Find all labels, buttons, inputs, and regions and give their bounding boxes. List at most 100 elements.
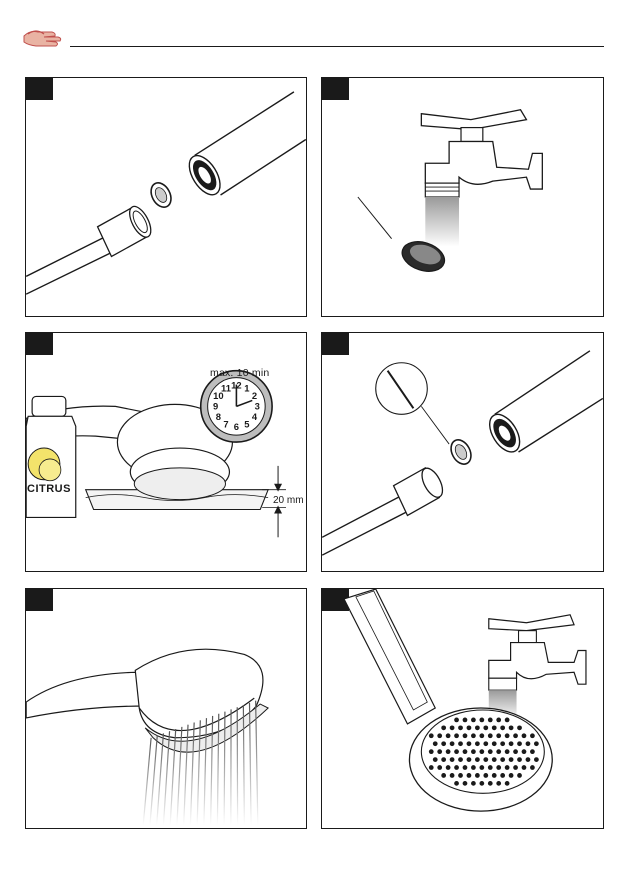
nozzle-hole	[530, 733, 535, 738]
nozzle-hole	[496, 733, 501, 738]
header-rule	[70, 46, 604, 47]
clock-numeral: 8	[216, 411, 221, 422]
nozzle-hole	[441, 757, 446, 762]
nozzle-hole	[433, 757, 438, 762]
nozzle-hole	[526, 757, 531, 762]
clock-numeral: 11	[221, 382, 231, 393]
nozzle-hole	[450, 741, 455, 746]
nozzle-hole	[500, 773, 505, 778]
clock-numeral: 9	[213, 400, 218, 411]
nozzle-hole	[500, 741, 505, 746]
nozzle-hole	[458, 773, 463, 778]
clock-numeral: 2	[252, 390, 257, 401]
nozzle-hole	[496, 718, 501, 723]
nozzle-hole	[530, 765, 535, 770]
nozzle-hole	[526, 741, 531, 746]
filter-reinstall-illustration	[322, 333, 603, 571]
nozzle-hole	[471, 765, 476, 770]
nozzle-hole	[479, 765, 484, 770]
showerhead-rinse-illustration	[322, 589, 603, 828]
step-panel-4	[321, 332, 604, 572]
nozzle-hole	[446, 765, 451, 770]
nozzle-hole	[513, 765, 518, 770]
nozzle-hole	[463, 781, 468, 786]
nozzle-hole	[458, 757, 463, 762]
step-panel-3: 121234567891011 max. 10 min CITRUS 20 mm	[25, 332, 307, 572]
nozzle-hole	[509, 757, 514, 762]
nozzle-hole	[463, 749, 468, 754]
nozzle-hole	[441, 741, 446, 746]
nozzle-hole	[441, 725, 446, 730]
nozzle-hole	[458, 741, 463, 746]
nozzle-hole	[522, 749, 527, 754]
nozzle-hole	[475, 741, 480, 746]
step-panel-5	[25, 588, 307, 829]
nozzle-hole	[463, 718, 468, 723]
hose-filter-illustration	[26, 78, 306, 316]
nozzle-hole	[471, 733, 476, 738]
nozzle-hole	[437, 765, 442, 770]
nozzle-hole	[479, 749, 484, 754]
shower-spray-illustration	[26, 589, 306, 828]
nozzle-hole	[475, 757, 480, 762]
nozzle-hole	[483, 725, 488, 730]
nozzle-hole	[433, 741, 438, 746]
clock-numeral: 3	[255, 400, 260, 411]
nozzle-hole	[517, 741, 522, 746]
nozzle-hole	[454, 749, 459, 754]
clock-numeral: 4	[252, 411, 258, 422]
nozzle-hole	[471, 749, 476, 754]
nozzle-hole	[454, 781, 459, 786]
nozzle-hole	[467, 725, 472, 730]
nozzle-hole	[450, 773, 455, 778]
nozzle-hole	[479, 718, 484, 723]
nozzle-hole	[530, 749, 535, 754]
nozzle-hole	[488, 733, 493, 738]
nozzle-hole	[467, 757, 472, 762]
spray-line	[150, 736, 157, 825]
spray-line	[256, 701, 258, 825]
nozzle-hole	[505, 765, 510, 770]
nozzle-hole	[492, 773, 497, 778]
nozzle-hole	[500, 725, 505, 730]
nozzle-hole	[446, 749, 451, 754]
spray-line	[190, 722, 194, 825]
nozzle-hole	[429, 749, 434, 754]
clock-numeral: 5	[244, 418, 249, 429]
nozzle-hole	[488, 749, 493, 754]
hand-cleaning-icon	[22, 26, 66, 50]
nozzle-hole	[483, 757, 488, 762]
nozzle-hole	[479, 733, 484, 738]
nozzle-hole	[488, 765, 493, 770]
nozzle-hole	[505, 781, 510, 786]
nozzle-hole	[450, 725, 455, 730]
nozzle-hole	[483, 773, 488, 778]
nozzle-hole	[534, 757, 539, 762]
nozzle-hole	[463, 733, 468, 738]
clock-numeral: 7	[223, 418, 228, 429]
clock-numeral: 1	[244, 382, 249, 393]
spray-line	[157, 733, 164, 825]
nozzle-hole	[505, 733, 510, 738]
nozzle-hole	[454, 765, 459, 770]
nozzle-hole	[534, 741, 539, 746]
nozzle-hole	[475, 773, 480, 778]
nozzle-hole	[467, 741, 472, 746]
nozzle-hole	[492, 741, 497, 746]
nozzle-hole	[458, 725, 463, 730]
nozzle-hole	[479, 781, 484, 786]
nozzle-hole	[463, 765, 468, 770]
nozzle-hole	[471, 781, 476, 786]
nozzle-hole	[437, 733, 442, 738]
nozzle-hole	[437, 749, 442, 754]
nozzle-hole	[517, 773, 522, 778]
nozzle-hole	[429, 733, 434, 738]
step-panel-1	[25, 77, 307, 317]
nozzle-hole	[509, 741, 514, 746]
nozzle-hole	[471, 718, 476, 723]
nozzle-hole	[488, 781, 493, 786]
nozzle-hole	[496, 749, 501, 754]
nozzle-hole	[475, 725, 480, 730]
nozzle-hole	[509, 773, 514, 778]
spray-line	[184, 725, 188, 825]
